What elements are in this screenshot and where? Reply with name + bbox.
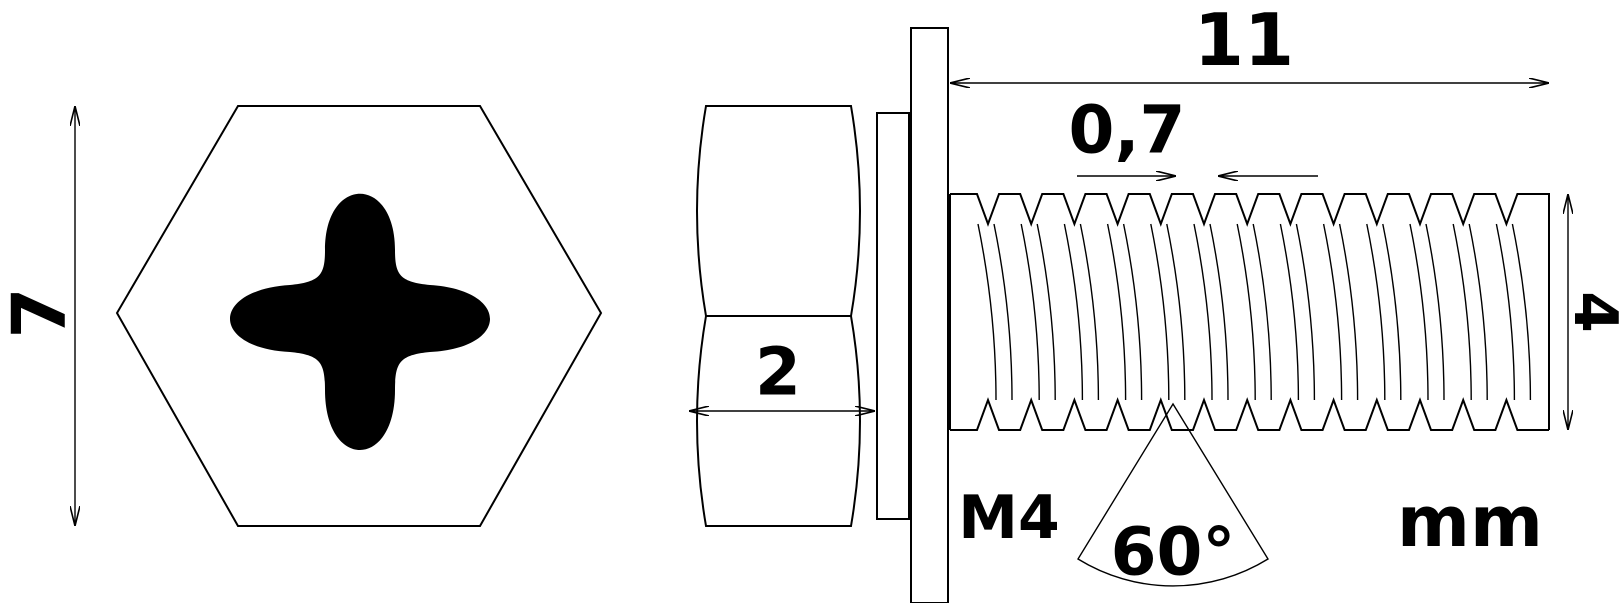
hex-outline — [115, 105, 603, 527]
pitch-label: 0,7 — [1069, 92, 1186, 169]
head-height-label: 2 — [755, 334, 801, 411]
thread-profile-top — [950, 193, 1550, 430]
diameter-dimension: 4 — [1560, 194, 1620, 430]
thread-helix-line — [1079, 223, 1100, 401]
thread-helix-line — [1366, 223, 1386, 401]
bolt-side-view — [696, 27, 1550, 604]
thread-helix-line — [1252, 223, 1272, 401]
thread-helix-line — [1468, 223, 1488, 401]
hex-head-top-view — [115, 105, 603, 527]
length-label: 11 — [1194, 0, 1294, 82]
angle-fan — [1077, 402, 1269, 587]
thread-helix-line — [1495, 223, 1516, 401]
thread-helix-line — [1295, 223, 1316, 401]
head-width-dimension: 7 — [0, 106, 83, 526]
head-width-label: 7 — [0, 287, 83, 339]
angle-label: 60° — [1111, 514, 1236, 591]
thread-size-label: M4 — [958, 483, 1059, 553]
head-upper-face — [696, 105, 861, 317]
thread-angle-indicator: 60° — [1077, 402, 1269, 591]
thread-helix-line — [993, 223, 1013, 401]
thread-helix-line — [1020, 223, 1040, 401]
thread-helix-line — [1382, 223, 1402, 401]
head-lower-face — [696, 315, 861, 527]
thread-helix-line — [1193, 223, 1213, 401]
head-height-dimension: 2 — [689, 334, 875, 412]
thread-helix-line — [1236, 223, 1256, 401]
diameter-label: 4 — [1560, 291, 1620, 333]
thread-profile-bottom — [950, 397, 1549, 431]
thread-helix-line — [1150, 223, 1170, 401]
thread-helix-line — [1511, 223, 1532, 401]
thread-helix-line — [1322, 223, 1343, 401]
thread-helix-line — [1122, 223, 1143, 401]
washer — [910, 27, 949, 604]
thread-helix-line — [1338, 223, 1359, 401]
thread-helix-line — [1452, 223, 1472, 401]
length-dimension: 11 — [950, 0, 1549, 83]
pitch-dimension: 0,7 — [1069, 92, 1318, 177]
thread-helix-line — [1209, 223, 1229, 401]
phillips-cross-icon — [230, 193, 490, 450]
thread-helix-line — [1106, 223, 1127, 401]
thread-helix-line — [1425, 223, 1445, 401]
thread-helix-line — [1036, 223, 1056, 401]
thread-helix-line — [977, 223, 997, 401]
thread-helix-line — [1279, 223, 1300, 401]
thread-helix-line — [1063, 223, 1084, 401]
bolt-head-side — [696, 105, 861, 527]
thread-helix-line — [1166, 223, 1186, 401]
threaded-shank — [949, 193, 1550, 431]
collar — [876, 112, 910, 520]
unit-label: mm — [1397, 481, 1543, 563]
thread-helix-line — [1409, 223, 1429, 401]
